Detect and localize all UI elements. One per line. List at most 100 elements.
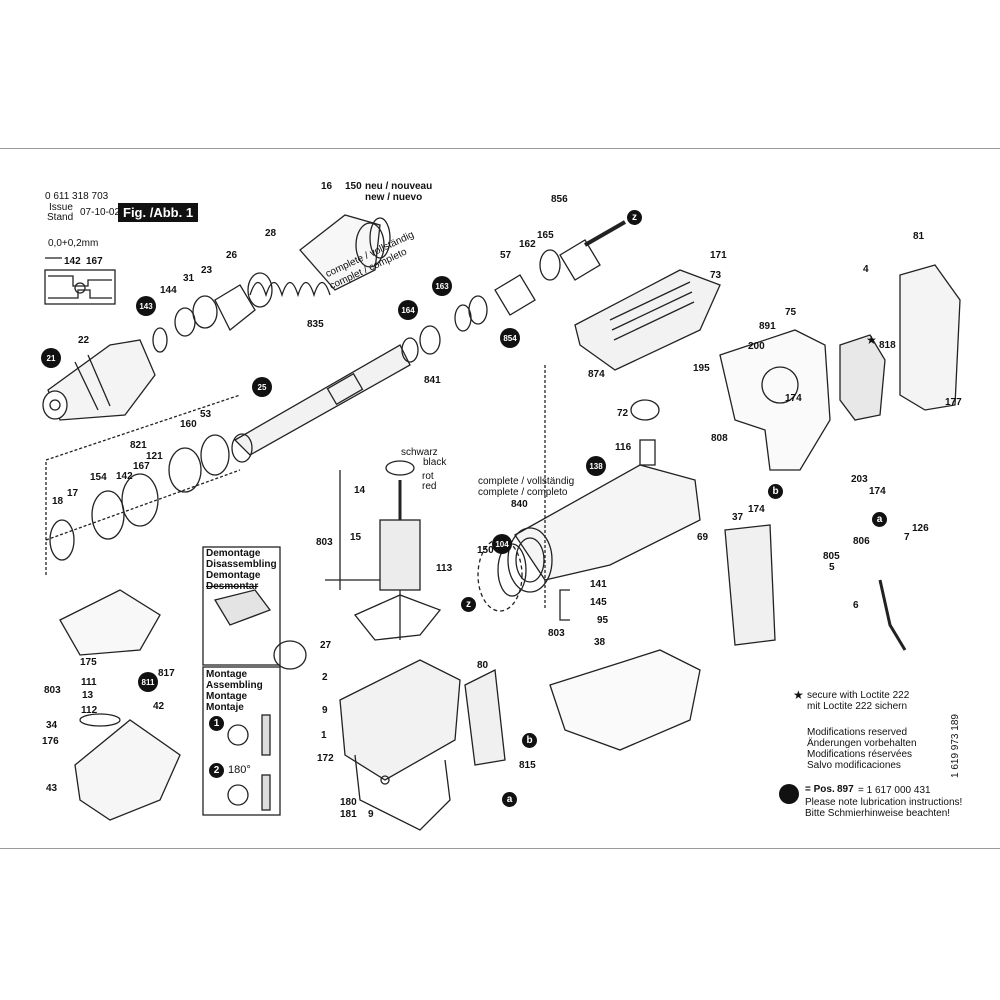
issue-date: 07-10-02: [80, 207, 121, 218]
callout-37: 37: [732, 512, 744, 523]
ref-z-mid: z: [461, 597, 476, 612]
ref-a-right: a: [872, 512, 887, 527]
callout-874: 874: [588, 369, 605, 380]
callout-53: 53: [200, 409, 212, 420]
document-number: 1 619 973 189: [950, 714, 961, 778]
callout-811: 811: [138, 672, 158, 692]
callout-27: 27: [320, 640, 332, 651]
montage-label-4: Montaje: [206, 702, 244, 713]
step-1-badge: 1: [209, 716, 224, 731]
callout-163: 163: [432, 276, 452, 296]
callout-2: 2: [322, 672, 328, 683]
bottom-rule: [0, 848, 1000, 849]
callout-26: 26: [226, 250, 238, 261]
rotation-angle: 180°: [228, 764, 251, 776]
callout-38: 38: [594, 637, 606, 648]
wire-rot: rot: [422, 471, 434, 482]
wire-red: red: [422, 481, 437, 492]
callout-805: 805: [823, 551, 840, 562]
callout-856: 856: [551, 194, 568, 205]
loctite-note-1: secure with Loctite 222: [807, 690, 910, 701]
callout-73: 73: [710, 270, 722, 281]
callout-116: 116: [615, 442, 632, 453]
ref-z-top: z: [627, 210, 642, 225]
modifications-note-3: Modifications réservées: [807, 749, 913, 760]
callout-25: 25: [252, 377, 272, 397]
callout-174a: 174: [785, 393, 802, 404]
callout-144: 144: [160, 285, 177, 296]
ref-b-top: b: [768, 484, 783, 499]
callout-841: 841: [424, 375, 441, 386]
callout-142: 142: [64, 256, 81, 267]
callout-138: 138: [586, 456, 606, 476]
callout-104: 104: [492, 534, 512, 554]
demontage-label-1: Demontage: [206, 548, 261, 559]
callout-15: 15: [350, 532, 362, 543]
montage-label-1: Montage: [206, 669, 248, 680]
callout-43: 43: [46, 783, 58, 794]
callout-13: 13: [82, 690, 94, 701]
callout-803c: 803: [44, 685, 61, 696]
callout-72: 72: [617, 408, 629, 419]
montage-label-2: Assembling: [206, 680, 263, 691]
callout-840-note2: complete / completo: [478, 487, 568, 498]
callout-57: 57: [500, 250, 512, 261]
callout-174b: 174: [869, 486, 886, 497]
callout-143: 143: [136, 296, 156, 316]
callout-174c: 174: [748, 504, 765, 515]
callout-162: 162: [519, 239, 536, 250]
callout-14: 14: [354, 485, 366, 496]
callout-167b: 167: [133, 461, 150, 472]
callout-18: 18: [52, 496, 64, 507]
callout-821: 821: [130, 440, 147, 451]
callout-172: 172: [317, 753, 334, 764]
callout-803b: 803: [548, 628, 565, 639]
callout-21: 21: [41, 348, 61, 368]
callout-160: 160: [180, 419, 197, 430]
callout-6: 6: [853, 600, 859, 611]
callout-806: 806: [853, 536, 870, 547]
callout-808: 808: [711, 433, 728, 444]
callout-195: 195: [693, 363, 710, 374]
callout-142b: 142: [116, 471, 133, 482]
montage-label-3: Montage: [206, 691, 248, 702]
loctite-star-icon: ★: [866, 333, 877, 347]
callout-150-new: 150: [345, 181, 362, 192]
callout-815: 815: [519, 760, 536, 771]
ref-a-low: a: [502, 792, 517, 807]
callout-80: 80: [477, 660, 489, 671]
callout-171: 171: [710, 250, 727, 261]
lubrication-note-2: Bitte Schmierhinweise beachten!: [805, 808, 951, 819]
lubrication-note-1: Please note lubrication instructions!: [805, 797, 963, 808]
callout-167: 167: [86, 256, 103, 267]
issue-label: Issue: [49, 202, 73, 213]
callout-7: 7: [904, 532, 910, 543]
lube-pos-number: 897: [837, 784, 854, 795]
callout-177: 177: [945, 397, 962, 408]
callout-75: 75: [785, 307, 797, 318]
callout-818: 818: [879, 340, 896, 351]
stand-label: Stand: [47, 212, 74, 223]
callout-1: 1: [321, 730, 327, 741]
part-number: 0 611 318 703: [45, 191, 109, 202]
callout-9a: 9: [322, 705, 328, 716]
callout-181: 181: [340, 809, 357, 820]
figure-label: Fig. /Abb. 1: [118, 203, 199, 222]
top-rule: [0, 148, 1000, 149]
callout-121: 121: [146, 451, 163, 462]
callout-31: 31: [183, 273, 195, 284]
demontage-label-4: Desmontar: [206, 581, 259, 592]
wire-schwarz: schwarz: [401, 447, 438, 458]
callout-840: 840: [511, 499, 528, 510]
callout-16: 16: [321, 181, 333, 192]
demontage-label-2: Disassembling: [206, 559, 277, 570]
tolerance: 0,0+0,2mm: [48, 238, 99, 249]
modifications-note-4: Salvo modificaciones: [807, 760, 901, 771]
callout-200: 200: [748, 341, 765, 352]
callout-175: 175: [80, 657, 97, 668]
callout-126: 126: [912, 523, 929, 534]
callout-164: 164: [398, 300, 418, 320]
callout-23: 23: [201, 265, 213, 276]
callout-28: 28: [265, 228, 277, 239]
